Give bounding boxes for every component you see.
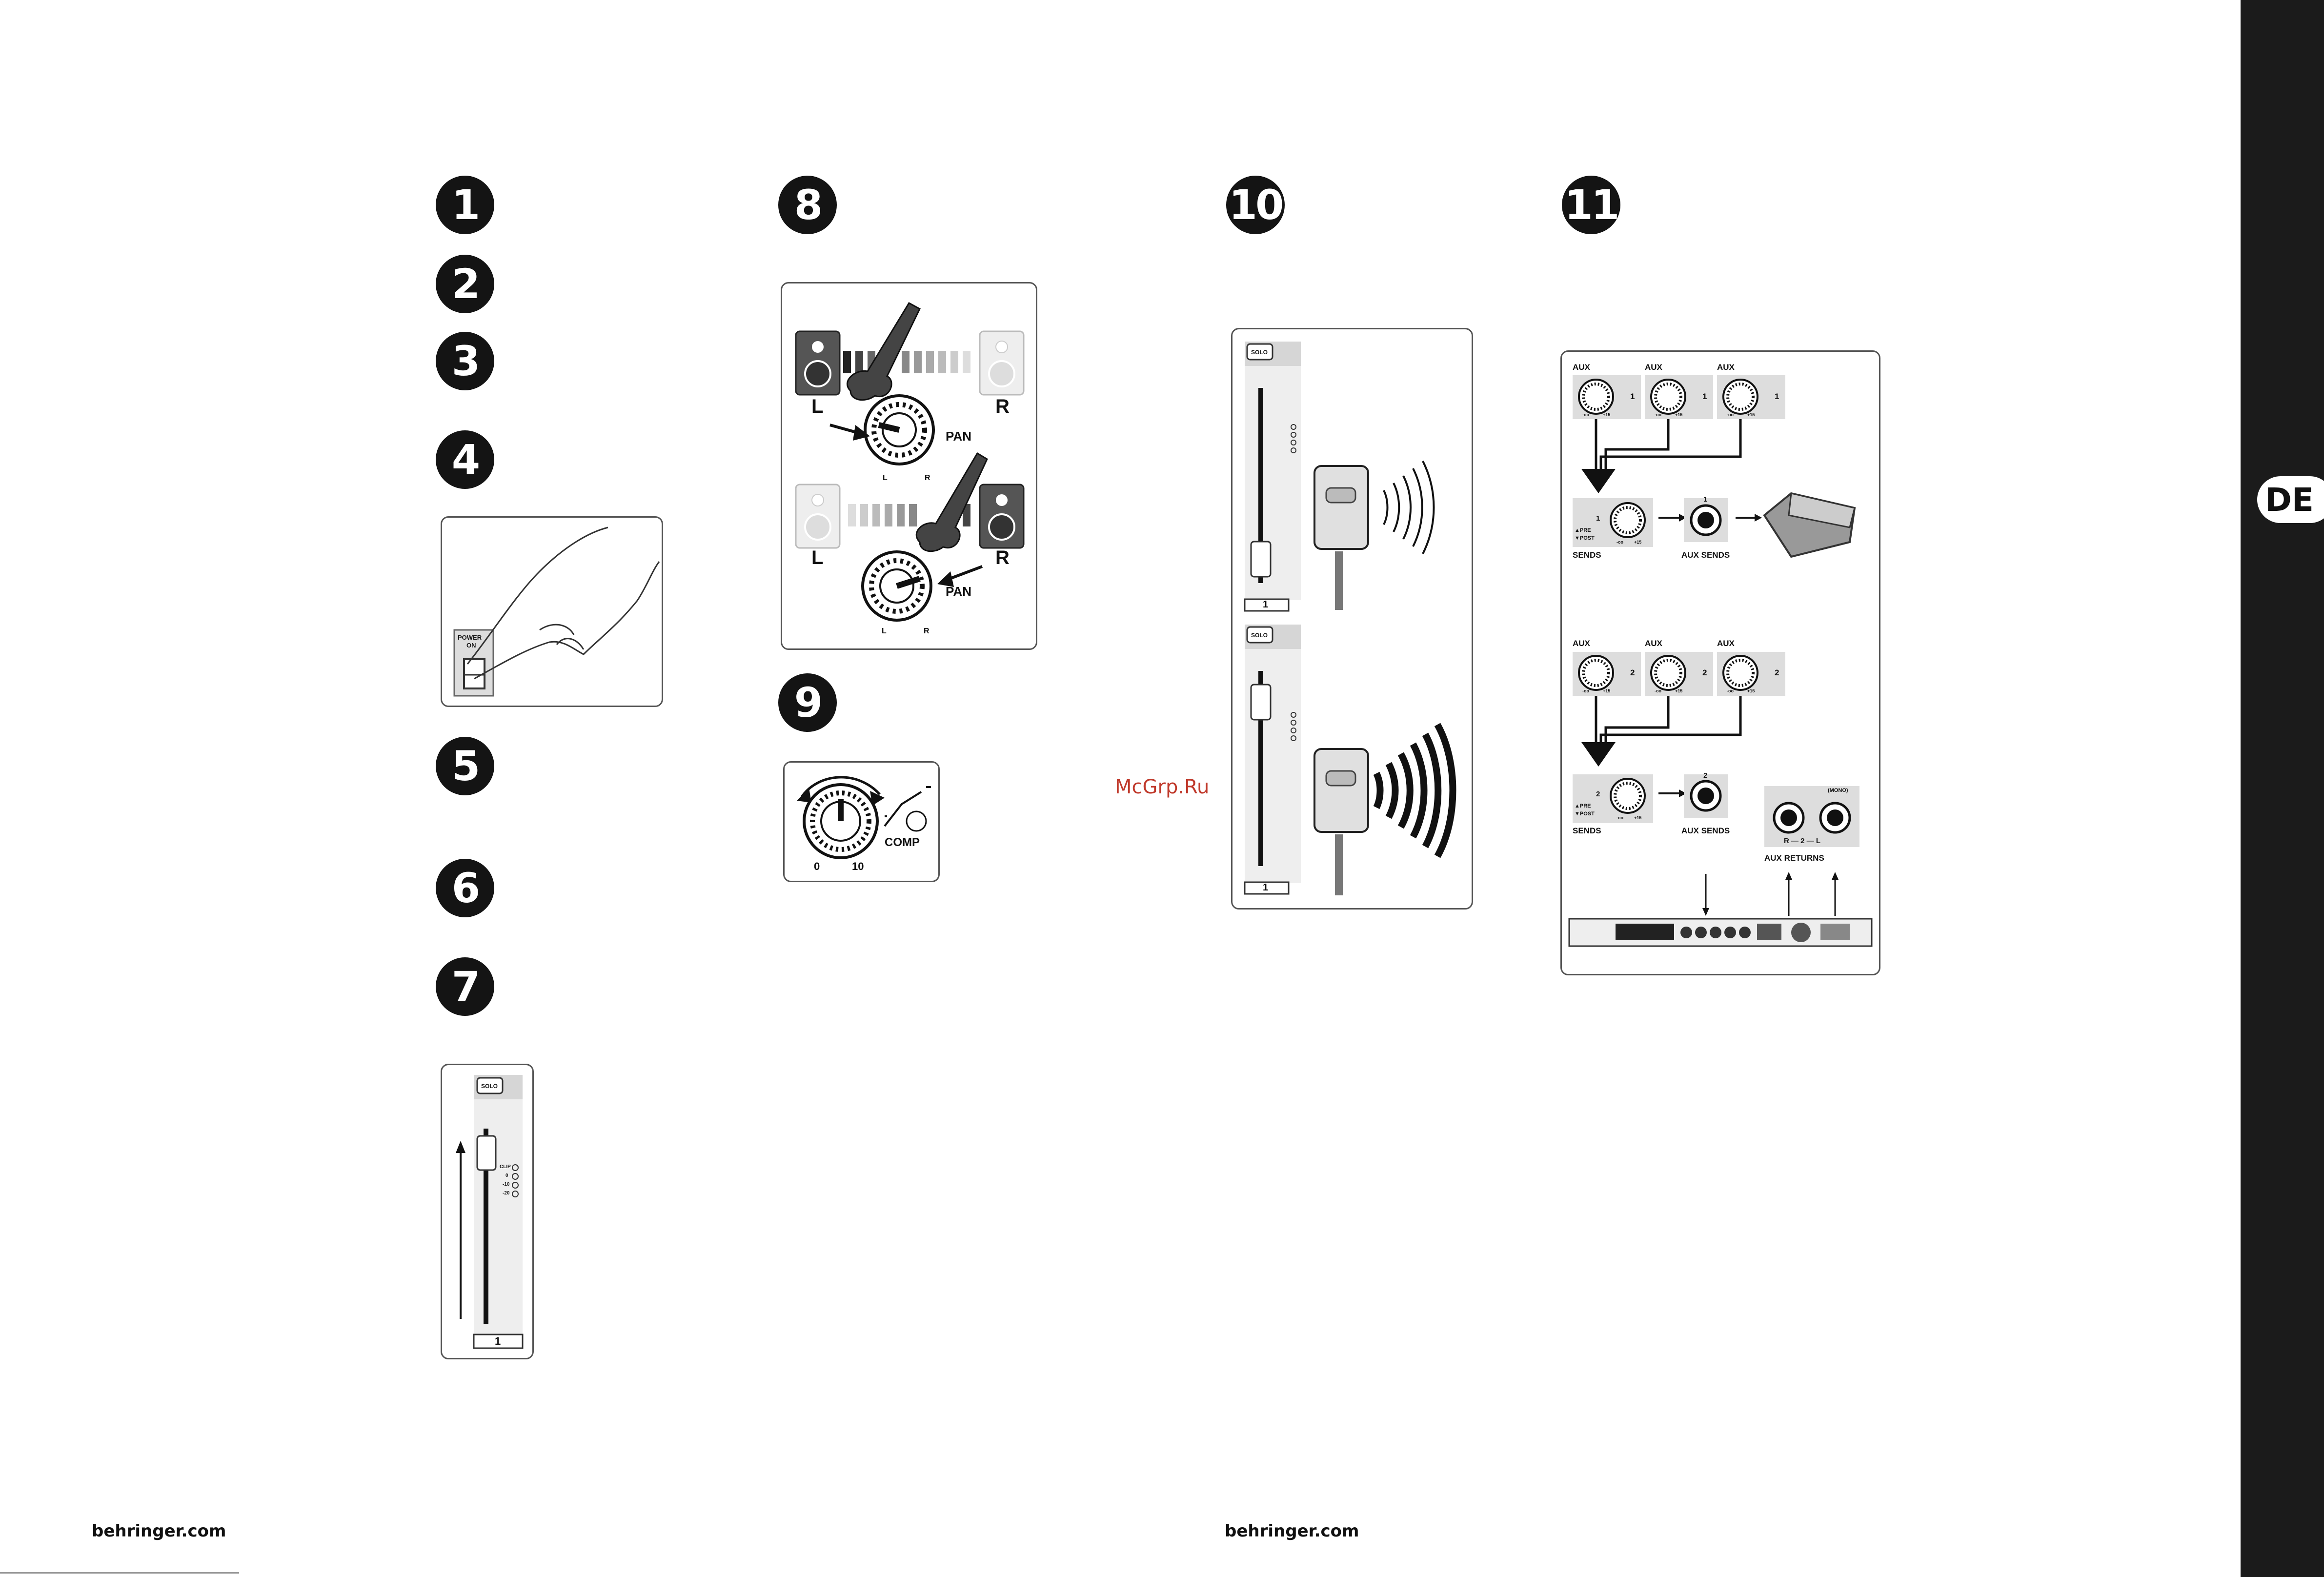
- pan-top-knob-left: L: [883, 474, 888, 482]
- aux-sends1-jack-number: 1: [1703, 495, 1708, 504]
- fader-channel-number: 1: [495, 1335, 501, 1347]
- aux-row2-number-a: 2: [1630, 668, 1635, 677]
- pan-bottom-left-label: L: [811, 547, 824, 568]
- aux-row1-scale-max-a: +15: [1603, 412, 1611, 417]
- fader-illustration: SOLO CLIP 0 -10 -20 1: [441, 1064, 534, 1359]
- step-10-badge: 10: [1226, 176, 1285, 234]
- solo-fader-illustration: SOLO 1 SOLO 1: [1231, 328, 1473, 910]
- pan-top-knob-right: R: [925, 474, 930, 482]
- comp-min-label: 0: [814, 860, 820, 872]
- solo-fader-bottom-number: 1: [1263, 882, 1269, 893]
- step-3-badge: 3: [436, 332, 494, 390]
- step-4-badge: 4: [436, 430, 494, 489]
- sends2-scale-max: +15: [1634, 815, 1642, 820]
- aux-row1-label-a: AUX: [1573, 363, 1590, 372]
- sends1-number: 1: [1596, 514, 1600, 523]
- step-7-badge: 7: [436, 957, 494, 1016]
- aux-row2-label-a: AUX: [1573, 639, 1590, 648]
- aux-returns-label: AUX RETURNS: [1764, 853, 1824, 863]
- aux-sends2-label: AUX SENDS: [1681, 826, 1730, 835]
- sends2-label: SENDS: [1573, 826, 1601, 835]
- aux-returns-mono-label: (MONO): [1828, 788, 1848, 793]
- aux-row1-number-a: 1: [1630, 392, 1635, 401]
- aux-routing-illustration: AUX AUX AUX 1 1 1 -oo +15 -oo +15 -oo +1…: [1560, 350, 1880, 975]
- aux-row1-scale-max-b: +15: [1675, 412, 1683, 417]
- aux-row2-label-c: AUX: [1717, 639, 1735, 648]
- pan-top-right-label: R: [995, 396, 1010, 417]
- pan-bottom-knob-left: L: [882, 627, 887, 635]
- aux-row2-scale-max-b: +15: [1675, 688, 1683, 693]
- aux-row1-scale-max-c: +15: [1747, 412, 1755, 417]
- step-8-badge: 8: [778, 176, 837, 234]
- aux-row2-number-b: 2: [1702, 668, 1707, 677]
- sends1-pre-label: ▲PRE: [1575, 527, 1591, 533]
- step-6-badge: 6: [436, 859, 494, 917]
- aux-row1-scale-min-b: -oo: [1655, 412, 1661, 417]
- pan-bottom-knob-right: R: [924, 627, 930, 635]
- aux-row1-scale-min-c: -oo: [1727, 412, 1734, 417]
- aux-row2-scale-min-c: -oo: [1727, 688, 1734, 693]
- compressor-illustration: 0 10 COMP: [783, 761, 940, 882]
- step-2-badge: 2: [436, 255, 494, 313]
- aux-row1-number-c: 1: [1775, 392, 1779, 401]
- bottom-divider: [0, 1572, 239, 1574]
- aux-row2-scale-max-a: +15: [1603, 688, 1611, 693]
- fader-meter-label-20: -20: [503, 1191, 510, 1196]
- aux-sends1-label: AUX SENDS: [1681, 550, 1730, 560]
- aux-row1-number-b: 1: [1702, 392, 1707, 401]
- language-tab-de[interactable]: DE: [2257, 476, 2324, 523]
- power-label-line2: ON: [466, 642, 476, 649]
- sends2-pre-label: ▲PRE: [1575, 803, 1591, 809]
- right-sidebar: [2241, 0, 2324, 1577]
- aux-row2-label-b: AUX: [1645, 639, 1662, 648]
- aux-row2-scale-min-b: -oo: [1655, 688, 1661, 693]
- sends1-label: SENDS: [1573, 550, 1601, 560]
- footer-left-url[interactable]: behringer.com: [92, 1521, 226, 1541]
- power-on-illustration: POWER ON: [441, 516, 663, 707]
- pan-bottom-pan-label: PAN: [946, 584, 971, 599]
- aux-row1-scale-min-a: -oo: [1582, 412, 1589, 417]
- aux-row2-number-c: 2: [1775, 668, 1779, 677]
- sends2-scale-min: -oo: [1617, 815, 1623, 820]
- pan-bottom-right-label: R: [995, 547, 1010, 568]
- sends2-number: 2: [1596, 790, 1600, 798]
- aux-row1-label-c: AUX: [1717, 363, 1735, 372]
- solo-fader-bottom-solo: SOLO: [1251, 632, 1268, 639]
- pan-illustration: L R PAN L R L R PAN L R: [781, 282, 1037, 650]
- fader-meter-label-0: 0: [505, 1173, 508, 1178]
- step-5-badge: 5: [436, 737, 494, 795]
- power-label-line1: POWER: [458, 634, 482, 641]
- sends1-post-label: ▼POST: [1575, 535, 1595, 541]
- aux-row1-label-b: AUX: [1645, 363, 1662, 372]
- solo-fader-top-solo: SOLO: [1251, 349, 1268, 356]
- aux-row2-scale-min-a: -oo: [1582, 688, 1589, 693]
- comp-max-label: 10: [852, 860, 864, 872]
- footer-right-url[interactable]: behringer.com: [1225, 1521, 1359, 1541]
- pan-top-left-label: L: [811, 396, 824, 417]
- sends2-post-label: ▼POST: [1575, 811, 1595, 817]
- aux-row2-scale-max-c: +15: [1747, 688, 1755, 693]
- sends1-scale-min: -oo: [1617, 540, 1623, 545]
- fader-solo-label: SOLO: [481, 1083, 498, 1090]
- step-11-badge: 11: [1562, 176, 1620, 234]
- step-9-badge: 9: [778, 673, 837, 732]
- comp-label: COMP: [885, 836, 920, 849]
- fader-meter-label-clip: CLIP: [500, 1164, 511, 1170]
- sends1-scale-max: +15: [1634, 540, 1642, 545]
- solo-fader-top-number: 1: [1263, 599, 1269, 610]
- watermark: McGrp.Ru: [1115, 776, 1210, 798]
- aux-sends2-jack-number: 2: [1703, 771, 1708, 780]
- step-1-badge: 1: [436, 176, 494, 234]
- fader-meter-label-10: -10: [503, 1182, 510, 1187]
- pan-top-pan-label: PAN: [946, 429, 971, 444]
- aux-returns-routing: R — 2 — L: [1784, 837, 1821, 845]
